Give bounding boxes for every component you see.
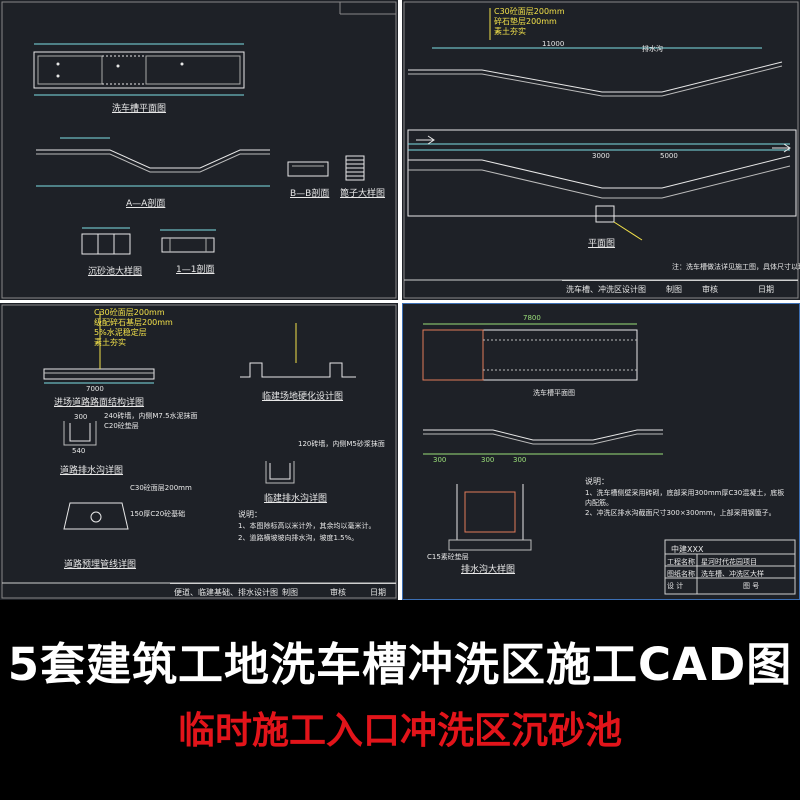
subline: 临时施工入口冲洗区沉砂池 (178, 709, 622, 752)
plan-label: 洗车槽平面图 (533, 389, 575, 397)
temp-section-title: 临建场地硬化设计图 (262, 392, 344, 402)
drain-note-2: C20砼垫层 (104, 422, 139, 430)
title-block-draw: 制图 (282, 588, 298, 597)
section-bb-title: B—B剖面 (290, 189, 330, 199)
layer-3-label: 素土夯实 (494, 27, 526, 36)
promo-banner (0, 600, 800, 800)
section-11-title: 1—1剖面 (176, 265, 215, 275)
drain-detail-title: 排水沟大样图 (461, 565, 516, 575)
drain-note-1: 240砖墙，内侧M7.5水泥抹面 (104, 412, 198, 420)
notes-heading: 说明： (585, 477, 609, 486)
panel2-title-block: 洗车槽、冲洗区设计图 制图 审核 日期 (562, 280, 798, 294)
dimension-3: 5000 (660, 152, 678, 160)
company-name: 中建XXX (671, 545, 704, 554)
title-block-date: 日期 (370, 588, 386, 597)
notes-heading: 说明： (238, 510, 262, 519)
pipe-note-2: 150厚C20砼基础 (130, 510, 186, 518)
washing-pit-drawing (1, 1, 397, 299)
layer-1-label: C30砼面层200mm (494, 7, 565, 16)
drain-dim-2: 540 (72, 447, 86, 455)
pipe-title: 道路预埋管线详图 (64, 560, 137, 570)
title-block-name: 洗车槽、冲洗区设计图 (566, 285, 646, 294)
road-layer-4: 素土夯实 (94, 338, 126, 347)
temp-drain-note: 120砖墙，内侧M5砂浆抹面 (298, 440, 385, 448)
drain-detail-drawing (422, 323, 796, 595)
drain-label: 排水沟 (642, 45, 663, 53)
plan-label: 平面图 (588, 239, 616, 249)
temp-drain-title: 临建排水沟详图 (264, 494, 328, 504)
dim-bottom-3: 300 (513, 456, 527, 464)
title-block-name: 便道、临建基础、排水设计图 (174, 588, 278, 597)
panel2-note: 注：洗车槽做法详见施工图，具体尺寸以现场为准。 (672, 263, 800, 271)
project-label: 工程名称 (667, 558, 695, 566)
dim-top: 7800 (523, 314, 541, 322)
note-2: 2、冲洗区排水沟截面尺寸300×300mm，上部采用钢篦子。 (585, 509, 776, 517)
road-layer-3: 5%水泥稳定层 (94, 328, 147, 337)
flush-area-drawing (403, 1, 799, 299)
note-1: 1、洗车槽侧壁采用砖砌，底部采用300mm厚C30混凝土，底板内配筋。 (585, 489, 785, 507)
c15-label: C15素砼垫层 (427, 553, 469, 561)
dim-bottom-1: 300 (433, 456, 447, 464)
cad-panel-washing-pit: 洗车槽平面图 A—A剖面 B—B剖面 篦子大样图 沉砂池大样图 1—1剖面 (0, 0, 398, 300)
sand-pool-title: 沉砂池大样图 (88, 267, 143, 277)
drain-title: 道路排水沟详图 (60, 466, 124, 476)
road-width: 7000 (86, 385, 104, 393)
dimension-2: 3000 (592, 152, 610, 160)
cad-panel-drain-detail: 7800 洗车槽平面图 300 300 300 C15素砼垫层 排水沟大样图 说… (402, 303, 800, 600)
road-drainage-drawing (1, 304, 397, 599)
cad-panel-road-drainage: C30砼面层200mm 级配碎石基层200mm 5%水泥稳定层 素土夯实 700… (0, 303, 398, 600)
project-name: 星河时代花园项目 (701, 558, 757, 566)
section-aa-title: A—A剖面 (126, 199, 166, 209)
dimension-1: 11000 (542, 40, 565, 48)
road-layer-2: 级配碎石基层200mm (94, 318, 173, 327)
note-2: 2、道路横坡坡向排水沟，坡度1.5%。 (238, 534, 359, 542)
title-block-date: 日期 (758, 285, 774, 294)
road-section-title: 进场道路路面结构详图 (54, 398, 145, 408)
cad-panel-flush-area: C30砼面层200mm 碎石垫层200mm 素土夯实 11000 3000 50… (402, 0, 800, 300)
layer-2-label: 碎石垫层200mm (494, 17, 557, 26)
pipe-note-1: C30砼面层200mm (130, 484, 192, 492)
sheet-label: 图 号 (743, 582, 760, 590)
grate-title: 篦子大样图 (340, 189, 386, 199)
panel3-title-block: 便道、临建基础、排水设计图 制图 审核 日期 (170, 583, 396, 597)
drain-dim: 300 (74, 413, 88, 421)
plan-title: 洗车槽平面图 (112, 104, 167, 114)
title-block-check: 审核 (330, 588, 346, 597)
drawing-name: 洗车槽、冲洗区大样 (701, 570, 764, 578)
title-block-draw: 制图 (666, 285, 682, 294)
headline: 5套建筑工地洗车槽冲洗区施工CAD图 (7, 638, 793, 691)
drawing-label: 图纸名称 (667, 570, 695, 578)
note-1: 1、本图除标高以米计外，其余均以毫米计。 (238, 522, 376, 530)
title-block-check: 审核 (702, 285, 718, 294)
dim-bottom-2: 300 (481, 456, 495, 464)
road-layer-1: C30砼面层200mm (94, 308, 165, 317)
design-label: 设 计 (667, 582, 684, 590)
